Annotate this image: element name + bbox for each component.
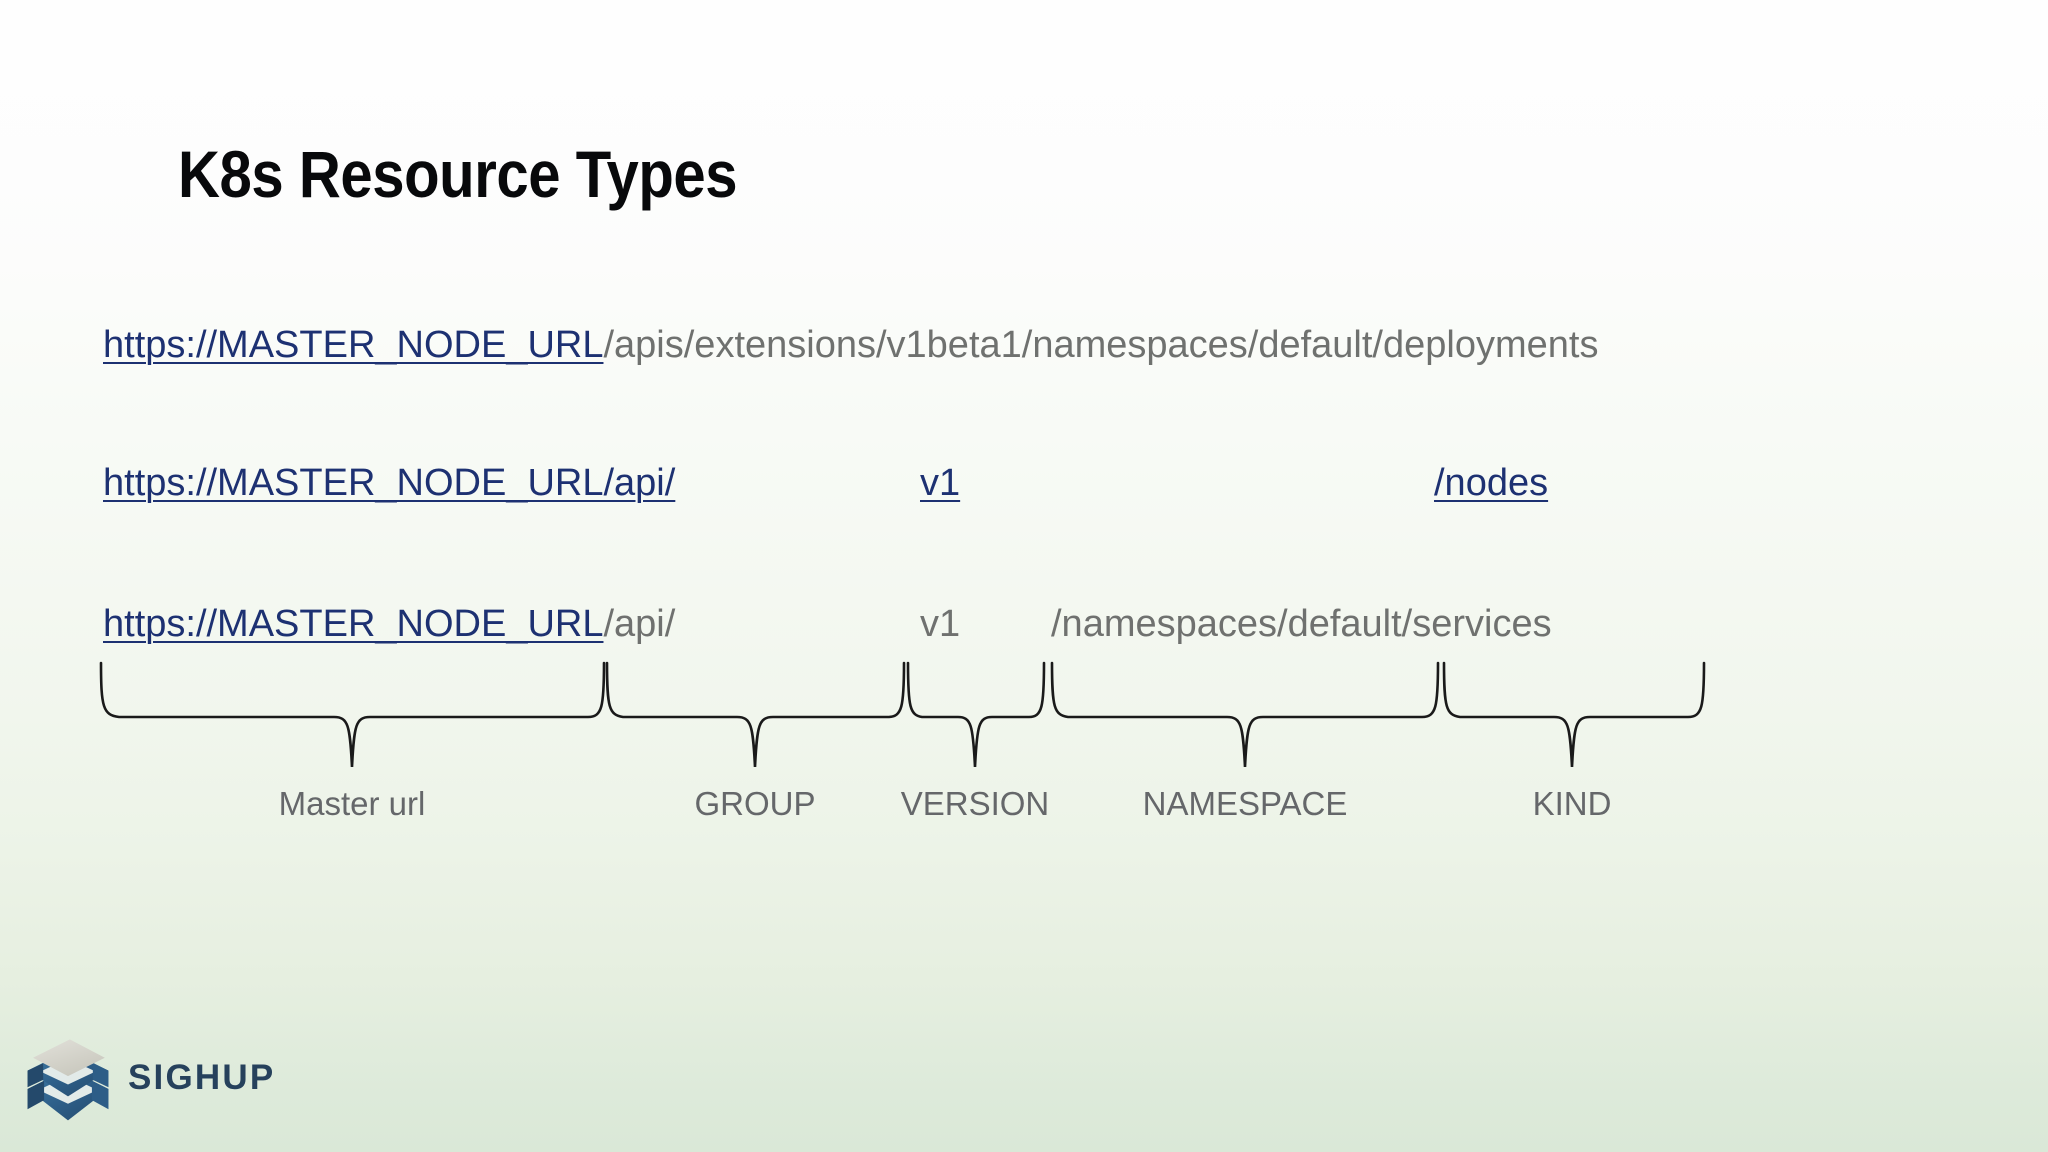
brace-version bbox=[906, 661, 1046, 768]
segment-brace-band bbox=[0, 655, 2048, 775]
brace-group bbox=[99, 661, 1706, 768]
segment-label-version: VERSION bbox=[900, 785, 1050, 822]
page-title: K8s Resource Types bbox=[178, 137, 738, 211]
sighup-stack-icon bbox=[27, 1039, 109, 1121]
sighup-wordmark: SIGHUP bbox=[128, 1058, 276, 1097]
group-segment-row3: /api/ bbox=[603, 603, 676, 645]
kind-link-row2[interactable]: /nodes bbox=[1434, 462, 1549, 504]
segment-label-group: GROUP bbox=[694, 785, 816, 822]
segment-label-kind: KIND bbox=[1532, 785, 1612, 822]
version-link-row2[interactable]: v1 bbox=[920, 462, 961, 504]
segment-label-master-url: Master url bbox=[278, 785, 426, 822]
sighup-logo: SIGHUP bbox=[22, 1032, 275, 1124]
master-url-link-row3[interactable]: https://MASTER_NODE_URL bbox=[103, 603, 604, 645]
segment-label-namespace: NAMESPACE bbox=[1142, 785, 1348, 822]
url-row-nodes: https://MASTER_NODE_URL/api/ bbox=[103, 460, 675, 506]
version-segment-row3: v1 bbox=[920, 603, 961, 645]
url-row-services: https://MASTER_NODE_URL/api/ bbox=[103, 601, 675, 647]
brace-group bbox=[605, 661, 906, 768]
kind-segment-row2: /nodes bbox=[1434, 460, 1548, 506]
brace-master-url bbox=[99, 661, 606, 768]
url-path-row1: /apis/extensions/v1beta1/namespaces/defa… bbox=[603, 324, 1599, 366]
brace-kind bbox=[1442, 661, 1706, 768]
namespace-kind-segment-row3: /namespaces/default/services bbox=[1051, 603, 1552, 645]
url-row-deployments: https://MASTER_NODE_URL/apis/extensions/… bbox=[103, 322, 1598, 368]
version-segment-row2: v1 bbox=[920, 460, 960, 506]
master-url-link-row1[interactable]: https://MASTER_NODE_URL bbox=[103, 324, 604, 366]
master-url-link-row2[interactable]: https://MASTER_NODE_URL/api/ bbox=[103, 462, 676, 504]
brace-namespace bbox=[1050, 661, 1440, 768]
